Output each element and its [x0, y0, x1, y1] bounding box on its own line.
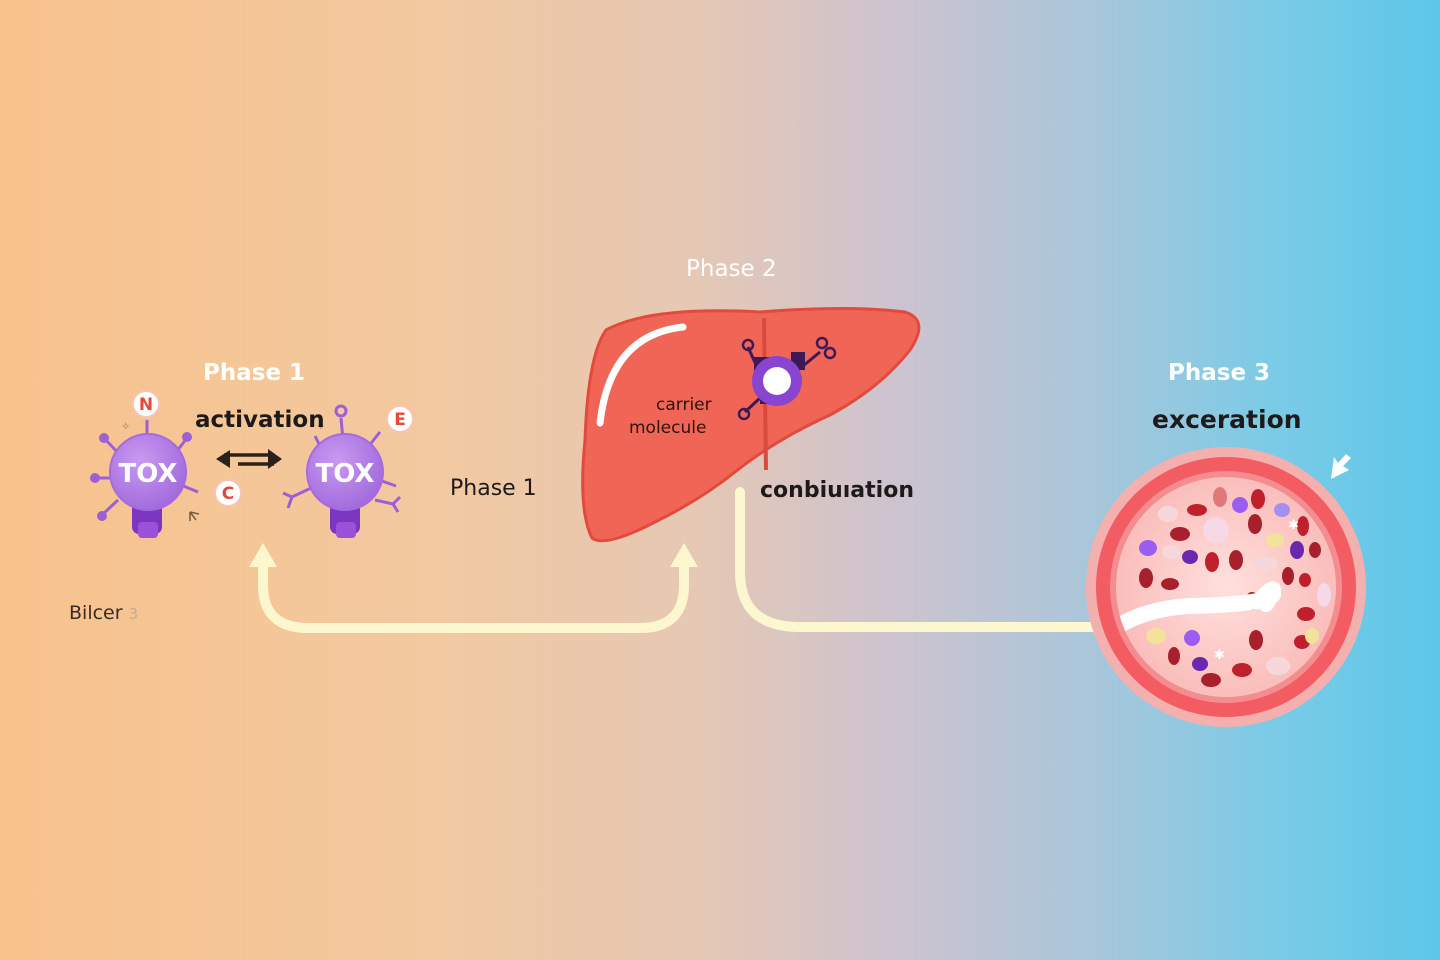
intestine-cross-section: ✱ ✱ — [1086, 447, 1366, 727]
badge-e — [386, 405, 414, 433]
badge-n-text: N — [139, 395, 153, 415]
toxin-molecule-1: TOX N C ✧ — [90, 390, 242, 538]
svg-text:✧: ✧ — [316, 420, 325, 433]
phase1-label: Phase 1 — [450, 476, 537, 501]
bile-label-text: Bilcer — [69, 602, 123, 624]
svg-text:✧: ✧ — [121, 420, 130, 433]
bile-label-suffix: 3 — [128, 605, 139, 623]
phase1-title: Phase 1 — [203, 360, 306, 386]
return-arrow-path — [258, 558, 689, 633]
badge-c-text: C — [222, 484, 234, 504]
bile-label: Bilcer 3 — [69, 602, 138, 624]
arrowhead-left — [249, 543, 277, 567]
activation-double-arrow — [216, 449, 282, 469]
carrier-label-line1: carrier — [656, 395, 712, 415]
badge-n — [132, 390, 160, 418]
small-arrow-icon — [189, 511, 200, 521]
activation-label: activation — [195, 407, 325, 433]
toxin-1-label: TOX — [119, 459, 178, 489]
svg-text:✱: ✱ — [1288, 518, 1299, 533]
liver — [581, 307, 921, 543]
phase2-title: Phase 2 — [686, 256, 777, 282]
carrier-label-line2: molecule — [629, 418, 707, 438]
toxin-2-label: TOX — [316, 459, 375, 489]
phase3-title: Phase 3 — [1168, 360, 1271, 386]
carrier-molecule-icon — [737, 336, 837, 421]
conjugation-label: conbiuıation — [760, 478, 914, 503]
arrowhead-right — [670, 543, 698, 567]
svg-text:✱: ✱ — [1214, 648, 1225, 663]
badge-e-text: E — [394, 410, 406, 430]
flow-paths — [249, 487, 1175, 633]
toxin-molecule-2: TOX E ✧ — [282, 404, 414, 538]
badge-c — [214, 479, 242, 507]
arrow-pointer-icon — [1331, 454, 1351, 479]
excretion-label: exceration — [1152, 405, 1302, 434]
